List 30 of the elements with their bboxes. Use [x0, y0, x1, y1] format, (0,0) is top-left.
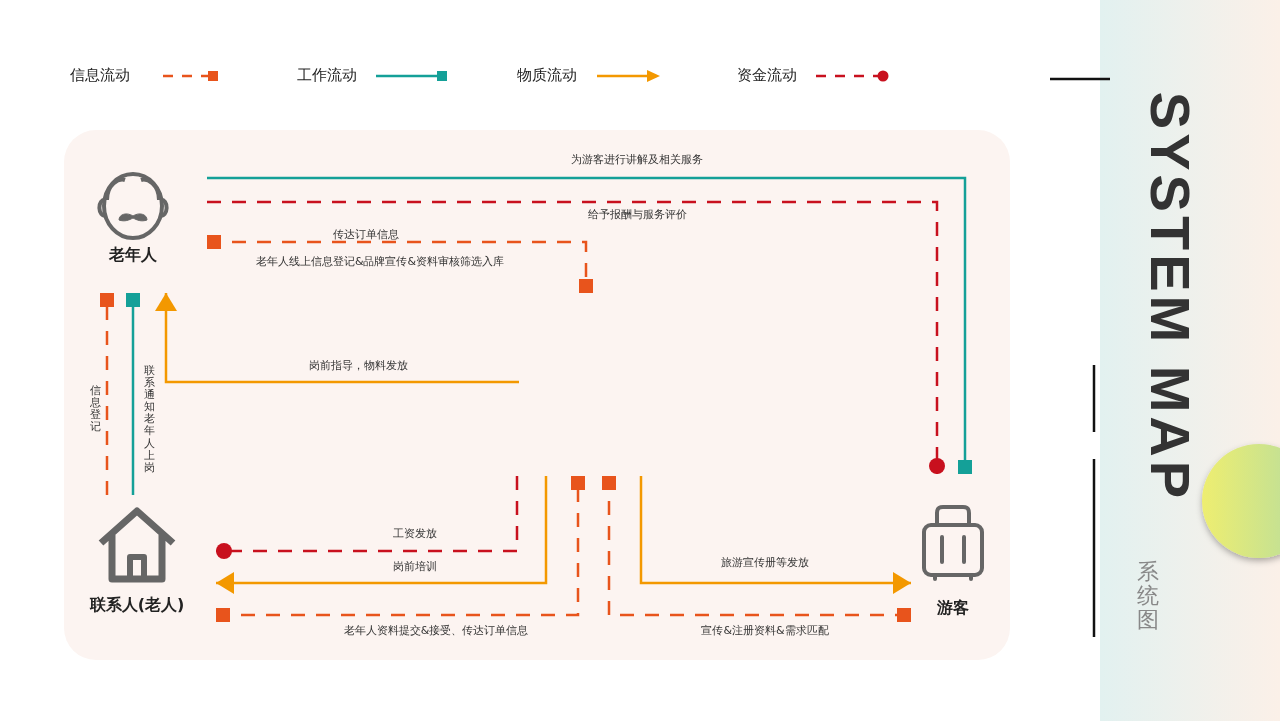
edge-label: 工资发放	[393, 526, 437, 541]
legend-label: 信息流动	[70, 66, 130, 85]
legend-label: 物质流动	[517, 66, 577, 85]
edge-label: 宣传&注册资料&需求匹配	[701, 623, 829, 638]
flow-connector	[216, 476, 548, 594]
edge-label: 岗前指导，物料发放	[308, 358, 408, 373]
flow-connector	[216, 476, 585, 622]
edge-label: 岗前培训	[393, 559, 437, 574]
edge-label: 联系通知老年人上岗	[143, 365, 155, 474]
flow-connector	[216, 476, 519, 559]
flow-connector	[126, 293, 140, 495]
legend-label: 工作流动	[297, 66, 357, 85]
vertical-subtitle: 系统图	[1137, 560, 1159, 633]
edge-label: 信息登记	[89, 385, 101, 434]
edge-label: 传达订单信息	[333, 227, 399, 242]
edge-label: 给予报酬与服务评价	[587, 207, 687, 222]
actor-label: 联系人(老人)	[89, 595, 185, 616]
flow-connector	[602, 476, 911, 622]
flow-connector	[207, 235, 593, 293]
edge-label: 旅游宣传册等发放	[721, 555, 809, 570]
actor-label: 游客	[937, 598, 969, 619]
flow-description: 老年人线上信息登记&品牌宣传&资料审核筛选入库	[255, 254, 505, 269]
flow-connector	[100, 293, 114, 495]
flow-connector	[639, 476, 911, 594]
edge-label: 老年人资料提交&接受、传达订单信息	[343, 623, 529, 638]
actor-label: 老年人	[109, 245, 157, 266]
flow-connector	[155, 293, 519, 384]
vertical-title: SYSTEM MAP	[1137, 91, 1203, 503]
edge-label: 为游客进行讲解及相关服务	[571, 152, 703, 167]
legend-label: 资金流动	[737, 66, 797, 85]
